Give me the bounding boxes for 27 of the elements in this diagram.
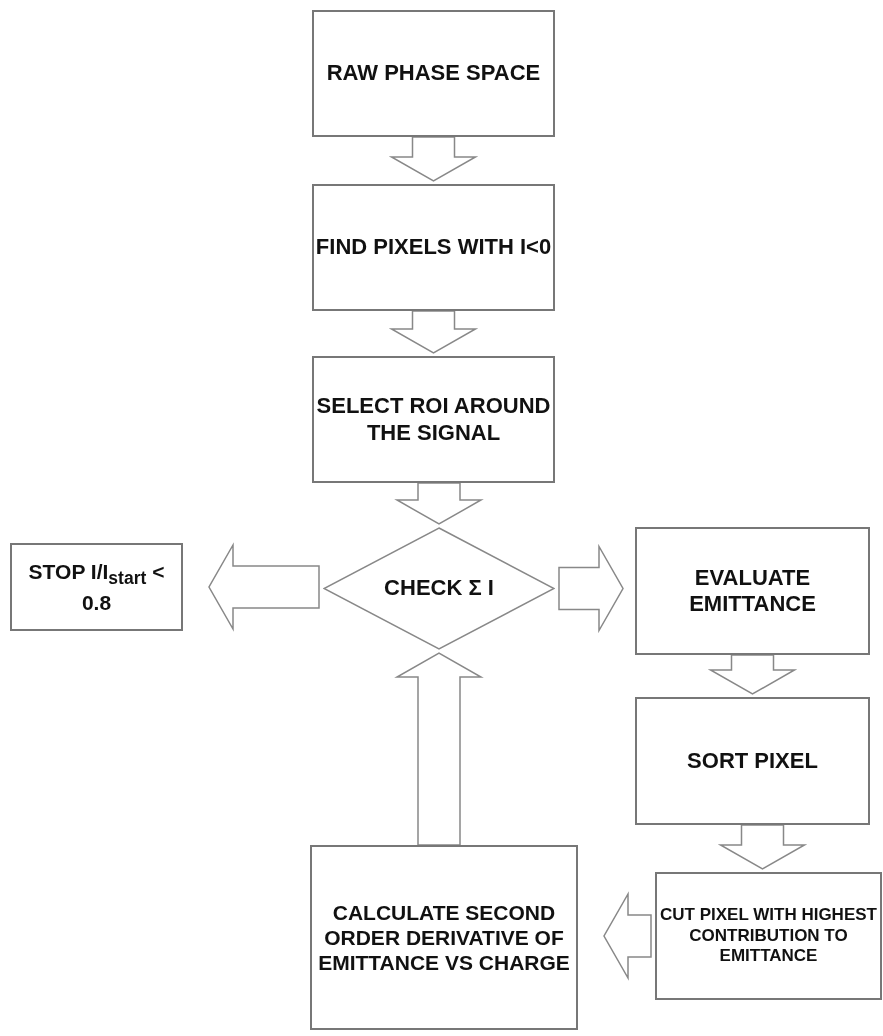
step-label: CALCULATE SECOND ORDER DERIVATIVE OF EMITTANCE VS CHARGE bbox=[317, 899, 571, 976]
process-box bbox=[635, 527, 870, 655]
block-arrow bbox=[717, 824, 808, 870]
step-label: SORT PIXEL bbox=[687, 747, 818, 775]
process-box bbox=[312, 184, 555, 311]
block-arrow bbox=[388, 310, 479, 354]
step-label: RAW PHASE SPACE bbox=[326, 60, 541, 87]
step-label: FIND PIXELS WITH I<0 bbox=[315, 234, 552, 261]
block-arrow bbox=[208, 542, 320, 632]
decision-diamond bbox=[323, 527, 555, 650]
step-label: EVALUATE EMITTANCE bbox=[688, 564, 817, 618]
process-box bbox=[310, 845, 578, 1030]
step-label: SELECT ROI AROUND THE SIGNAL bbox=[315, 393, 552, 446]
block-arrow bbox=[603, 891, 652, 981]
process-box bbox=[655, 872, 882, 1000]
process-box bbox=[312, 356, 555, 483]
process-box bbox=[635, 697, 870, 825]
step-label: CUT PIXEL WITH HIGHEST CONTRIBUTION TO EMITTANCE bbox=[659, 905, 878, 967]
process-box bbox=[10, 543, 183, 631]
process-box bbox=[312, 10, 555, 137]
block-arrow bbox=[558, 543, 624, 634]
block-arrow bbox=[707, 654, 798, 695]
block-arrow bbox=[394, 652, 484, 846]
block-arrow bbox=[394, 482, 484, 525]
step-label: STOP I/I$_{start}$ < 0.8 bbox=[27, 559, 166, 615]
step-label: CHECK Σ I bbox=[384, 575, 494, 602]
block-arrow bbox=[388, 136, 479, 182]
